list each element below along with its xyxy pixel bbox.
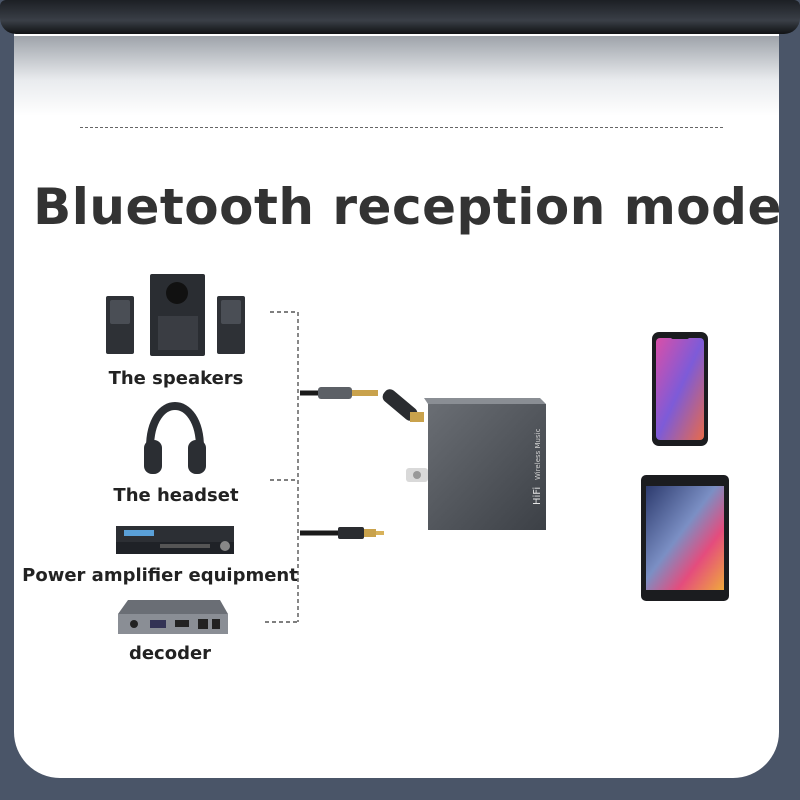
device-label-speakers: The speakers xyxy=(108,368,244,389)
device-label-amplifier: Power amplifier equipment xyxy=(22,565,298,586)
divider-line xyxy=(80,127,723,128)
hanging-rod xyxy=(0,0,800,34)
device-label-decoder: decoder xyxy=(128,643,212,664)
product-brand-text: HiFi xyxy=(532,487,543,505)
tablet-icon xyxy=(641,475,729,601)
decoder-icon xyxy=(118,600,228,634)
device-label-headset: The headset xyxy=(113,485,239,506)
smartphone-icon xyxy=(652,332,708,446)
amplifier-icon xyxy=(116,526,234,554)
product-model-text: Wireless Music xyxy=(534,428,542,480)
content-card xyxy=(14,8,779,778)
rca-cable-icon xyxy=(300,527,384,539)
audio-jack-cable-icon xyxy=(300,387,378,399)
connection-bracket xyxy=(265,311,299,623)
speakers-icon xyxy=(106,274,245,356)
headphones-icon xyxy=(144,402,206,474)
top-shine xyxy=(14,36,779,116)
page-title: Bluetooth reception mode xyxy=(33,178,782,236)
bluetooth-receiver-icon: HiFi Wireless Music xyxy=(382,389,546,530)
